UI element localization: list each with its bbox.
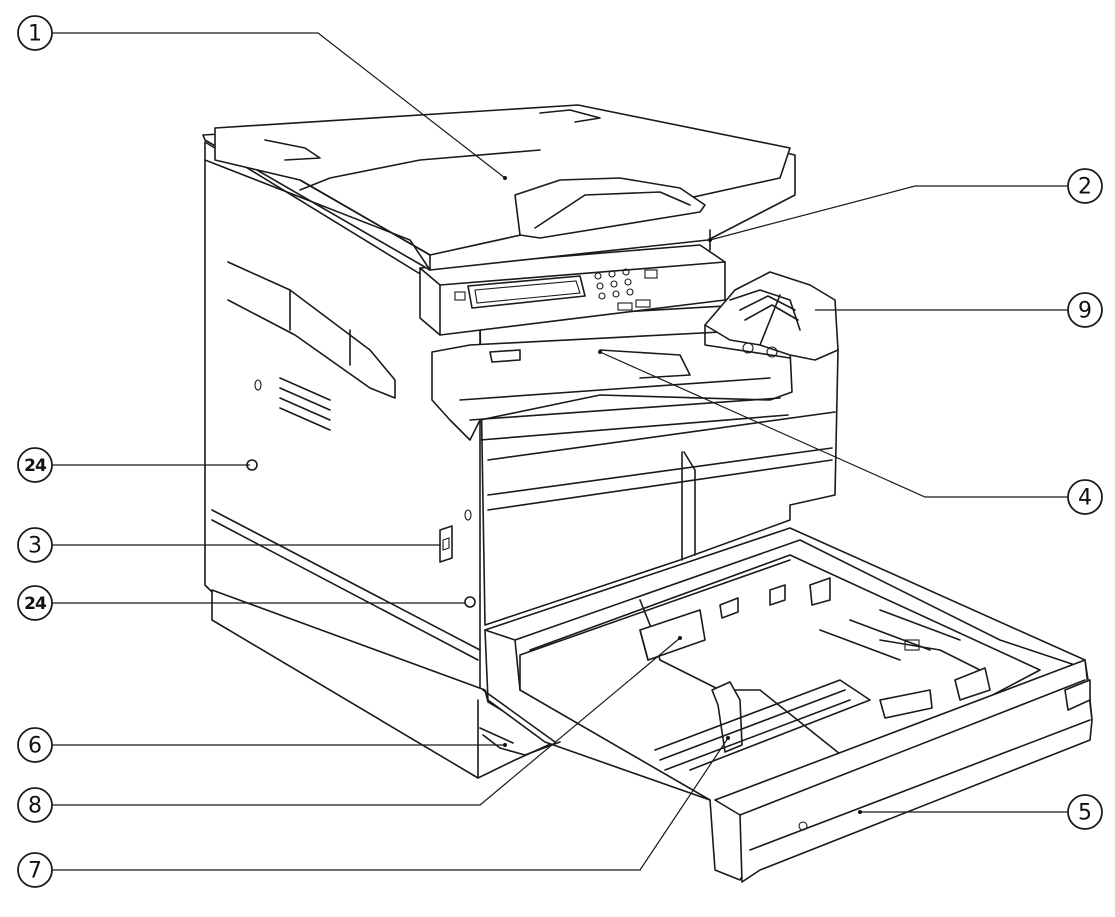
end-guide	[711, 681, 743, 753]
side-recess	[227, 261, 396, 399]
leader-2	[709, 185, 1068, 241]
callout-1: 1	[17, 15, 53, 51]
callout-label: 8	[28, 794, 42, 819]
callout-label: 5	[1078, 801, 1092, 826]
callout-label: 2	[1078, 175, 1092, 200]
leader-lines	[52, 32, 1068, 871]
leader-4	[599, 351, 1068, 498]
callout-label: 7	[28, 859, 42, 884]
exit-tray	[431, 329, 793, 441]
main-power-switch	[439, 525, 453, 563]
leader-8	[52, 637, 681, 806]
callout-label: 24	[24, 456, 47, 476]
callout-2: 2	[1067, 168, 1103, 204]
callout-24-lower: 24	[17, 585, 53, 621]
lcd-display	[467, 275, 586, 309]
callout-label: 3	[28, 534, 42, 559]
keypad	[454, 268, 658, 311]
callout-7: 7	[17, 852, 53, 888]
callout-8: 8	[17, 787, 53, 823]
drawer-handle	[1064, 679, 1091, 711]
leader-1	[52, 32, 506, 179]
callout-label: 24	[24, 594, 47, 614]
callout-24-upper: 24	[17, 447, 53, 483]
callout-label: 6	[28, 734, 42, 759]
cover-handle	[514, 177, 706, 239]
callout-3: 3	[17, 527, 53, 563]
side-vents	[254, 377, 331, 431]
machine-illustration	[202, 104, 1093, 883]
callout-4: 4	[1067, 479, 1103, 515]
callout-label: 9	[1078, 299, 1092, 324]
callout-6: 6	[17, 727, 53, 763]
callout-label: 4	[1078, 486, 1092, 511]
callout-label: 1	[28, 22, 42, 47]
leader-7	[52, 737, 729, 871]
screw-lower	[464, 596, 476, 608]
callout-5: 5	[1067, 794, 1103, 830]
callout-9: 9	[1067, 292, 1103, 328]
